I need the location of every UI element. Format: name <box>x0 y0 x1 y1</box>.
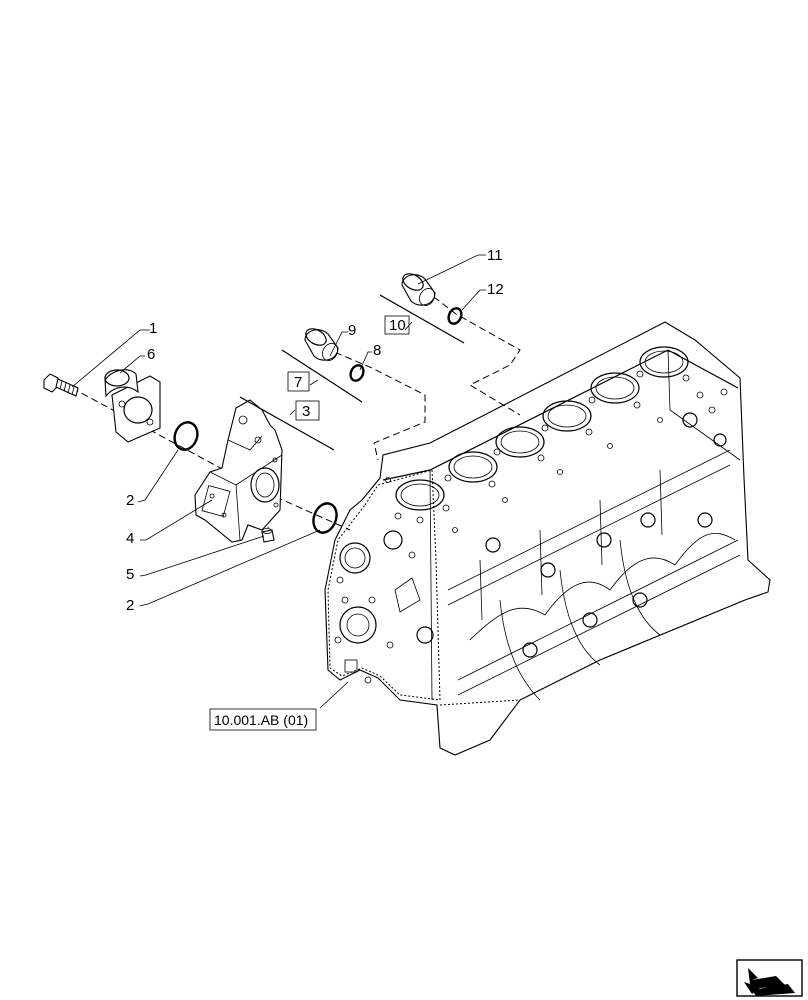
box-callout-7 <box>287 371 310 392</box>
group-line-3 <box>239 396 335 451</box>
plug-part-9 <box>304 328 339 361</box>
dowel-pin-part <box>261 528 275 543</box>
o-ring-lower <box>312 502 338 534</box>
callout-4: 4 <box>126 530 134 547</box>
o-ring-upper <box>173 421 199 451</box>
callout-12: 12 <box>487 281 504 298</box>
thermostat-housing-part <box>194 399 283 543</box>
callout-8: 8 <box>373 342 381 359</box>
box-callout-10 <box>384 315 410 335</box>
callout-10: 10 <box>389 317 406 334</box>
callout-2-lower: 2 <box>126 597 134 614</box>
flange-part <box>104 369 161 443</box>
reference-label[interactable]: 10.001.AB (01) <box>214 712 308 728</box>
leader-lines <box>71 254 486 709</box>
engine-block <box>324 321 771 756</box>
callout-1: 1 <box>149 320 157 337</box>
callout-9: 9 <box>348 322 356 339</box>
callout-2-upper: 2 <box>126 492 134 509</box>
bolt-part <box>43 373 79 397</box>
box-callout-3 <box>295 400 320 421</box>
callout-3: 3 <box>302 403 310 420</box>
seal-ring-8 <box>349 364 365 382</box>
plug-part-11 <box>401 273 436 306</box>
callout-11: 11 <box>487 247 503 264</box>
next-page-arrow-icon[interactable] <box>736 959 803 997</box>
group-line-10 <box>379 294 465 344</box>
callout-6: 6 <box>147 346 155 363</box>
callout-5: 5 <box>126 566 134 583</box>
callout-7: 7 <box>294 374 302 391</box>
group-line-7 <box>281 349 363 403</box>
seal-ring-12 <box>447 307 463 325</box>
reference-box <box>209 708 317 731</box>
